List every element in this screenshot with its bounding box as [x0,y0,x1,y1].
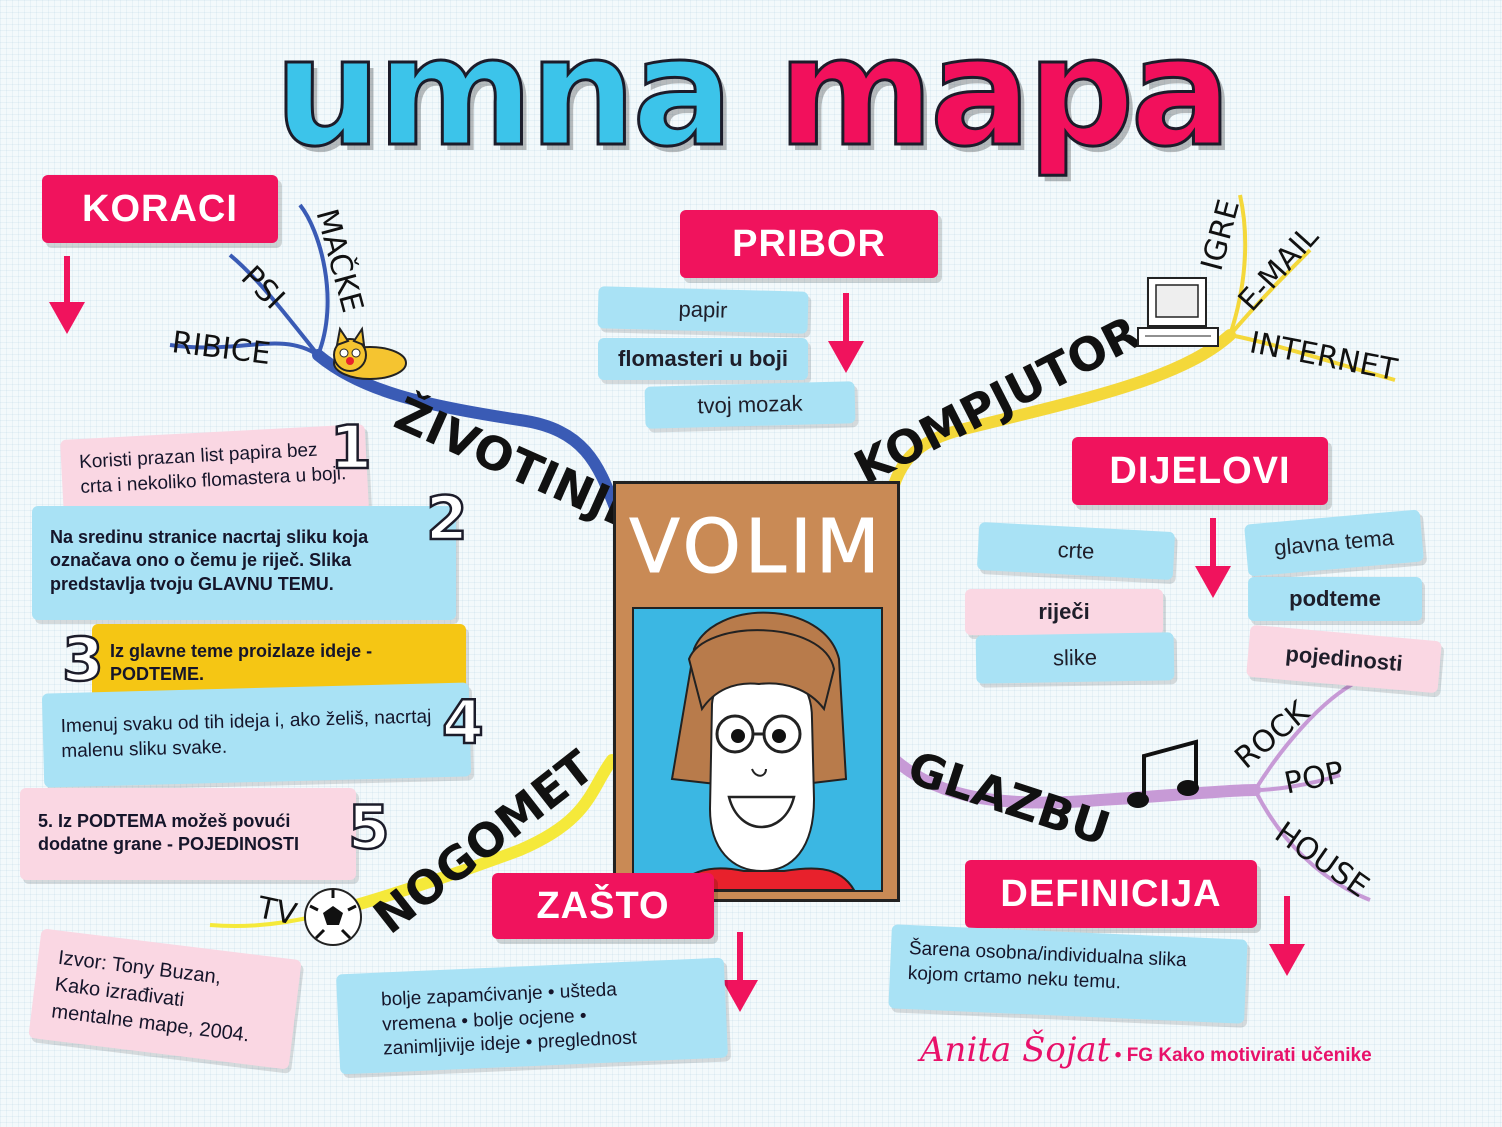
signature-name: Anita Šojat [920,1030,1111,1070]
center-image: VOLIM [613,481,900,902]
title-word-2: mapa [776,6,1233,180]
dijelovi-item: crte [976,521,1176,581]
step-number: 3 [61,625,105,695]
twig-tv: TV [254,890,300,933]
step-5-note: 5. Iz PODTEMA možeš povući dodatne grane… [20,788,356,880]
step-number: 4 [441,688,485,758]
signature-text: • FG Kako motivirati učenike [1114,1045,1372,1066]
girl-portrait-icon [632,607,883,892]
step-4-note: Imenuj svaku od tih ideja i, ako želiš, … [41,682,472,788]
football-icon [304,888,362,946]
twig-line-ribice [169,341,320,357]
twig-line-pop [1254,773,1341,792]
definicija-text: Šarena osobna/individualna slika kojom c… [888,924,1248,1024]
twig-line-psi [228,253,320,357]
step-number: 5 [347,793,391,863]
header-dijelovi: DIJELOVI [1072,437,1328,505]
header-zasto: ZAŠTO [492,873,714,939]
dijelovi-item: podteme [1248,577,1422,621]
pribor-item: flomasteri u boji [598,338,808,380]
signature: Anita Šojat • FG Kako motivirati učenike [920,1030,1372,1070]
branch-zivotinje [312,349,626,526]
twig-line-rock [1253,678,1361,792]
step-number: 1 [329,413,373,483]
header-definicija: DEFINICIJA [965,860,1257,928]
pribor-item: tvoj mozak [644,381,856,429]
dijelovi-item: slike [975,632,1175,684]
step-number: 2 [425,484,469,554]
twig-line-igre [1228,194,1248,336]
header-koraci: KORACI [42,175,278,243]
twig-line-macke [298,203,330,356]
branch-glazbu [889,754,1261,809]
dijelovi-item: riječi [965,589,1163,635]
twig-line-house [1253,789,1371,902]
music-note-icon [1127,739,1199,808]
page-title: umna mapa [0,17,1502,170]
branch-kompjutor [879,329,1236,526]
branch-nogomet [314,754,618,921]
zasto-text: bolje zapamćivanje • ušteda vremena • bo… [336,957,728,1075]
center-label: VOLIM [629,504,884,591]
step-2-note: Na sredinu stranice nacrtaj sliku koja o… [32,506,456,620]
pribor-item: papir [597,286,809,334]
header-pribor: PRIBOR [680,210,938,278]
twig-line-email [1228,248,1312,337]
cat-icon [333,326,407,380]
title-word-1: umna [273,6,735,180]
computer-icon [1137,277,1219,347]
twig-line-internet [1229,333,1396,382]
